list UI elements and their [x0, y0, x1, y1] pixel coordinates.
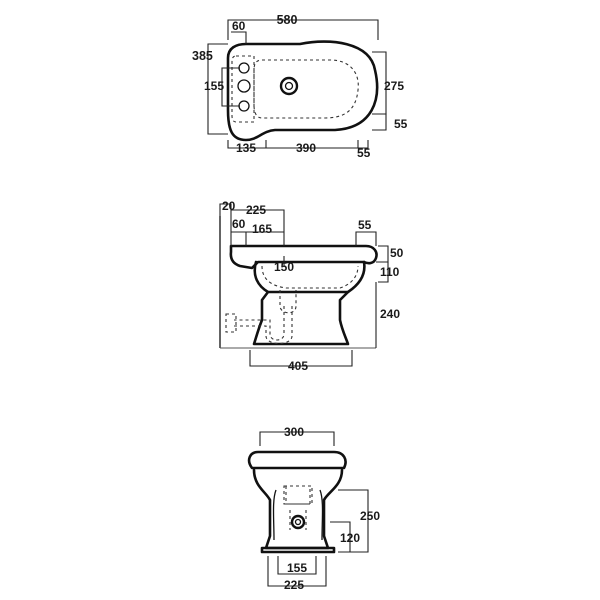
dim-line-rim-height	[376, 245, 389, 263]
dim-line-depth	[207, 43, 228, 135]
dim-fix-spacing-label: 390	[296, 141, 316, 155]
tap-hole-lower	[238, 100, 250, 112]
dim-165-label: 165	[252, 222, 272, 236]
dim-fix-right-label: 55	[357, 146, 371, 160]
tap-hole-middle	[237, 79, 251, 93]
dim-outlet-height-label: 120	[340, 531, 360, 545]
dim-225-label: 225	[246, 203, 266, 217]
dim-240-label: 240	[380, 307, 400, 321]
dim-line-total-height	[338, 489, 369, 553]
dim-line-base-length	[249, 350, 353, 367]
dim-line-base-inner	[277, 556, 317, 575]
side-view: 20 225 60 165 55 50 110 150 240 405	[219, 199, 404, 373]
dim-line-rear-gap	[372, 113, 387, 131]
front-view-rim	[247, 450, 347, 470]
side-view-pedestal	[252, 290, 350, 346]
dim-fix-left-label: 135	[236, 141, 256, 155]
dim-line-110	[378, 262, 389, 283]
dim-line-hole-spacing	[221, 67, 240, 107]
dim-base-inner-label: 155	[287, 561, 307, 575]
drain-hole-outer	[279, 76, 299, 96]
tap-hole-upper	[238, 62, 250, 74]
top-view: 580 60 385 155 275 55 135 390 55	[192, 13, 408, 160]
drain-hole-inner	[284, 81, 294, 91]
dim-hole-spacing-label: 155	[204, 79, 224, 93]
dim-base-outer-label: 225	[284, 578, 304, 592]
dim-line-bowl-width	[259, 431, 335, 446]
dim-55-label: 55	[358, 218, 372, 232]
dim-line-width	[227, 19, 379, 40]
top-view-tap-deck	[231, 55, 255, 123]
dim-base-length-label: 405	[288, 359, 308, 373]
side-view-outlet-connector	[225, 313, 237, 333]
dim-line-outlet-height	[330, 521, 351, 552]
dim-line-tap-offset	[231, 31, 247, 44]
front-view: 300 250 120 155 225	[247, 425, 380, 592]
front-view-base	[260, 546, 336, 554]
dim-total-height-label: 250	[360, 509, 380, 523]
dim-rear-gap-label: 55	[394, 117, 408, 131]
dim-depth-label: 385	[192, 49, 213, 63]
dim-line-55	[355, 231, 377, 246]
top-view-bowl-inner	[253, 59, 359, 119]
top-view-body-outline	[226, 40, 379, 142]
dim-110-label: 110	[380, 265, 400, 279]
dim-bowl-width-label: 300	[284, 425, 304, 439]
dim-rim-height-label: 50	[390, 246, 404, 260]
dim-bowl-depth-label: 275	[384, 79, 404, 93]
side-view-rim	[229, 244, 378, 270]
front-view-trap-body	[283, 485, 313, 505]
side-view-bowl	[253, 260, 366, 294]
front-view-outlet-inner	[294, 518, 302, 526]
dim-60-label: 60	[232, 217, 246, 231]
dim-line-60	[231, 231, 247, 246]
dim-line-wall-gap	[219, 203, 232, 246]
front-view-pedestal-inner	[272, 489, 324, 541]
dim-line-base-outer	[267, 556, 327, 587]
dim-line-225	[231, 209, 285, 246]
front-view-outlet-outer	[290, 514, 306, 530]
dim-line-bottom-chain	[227, 140, 369, 149]
dim-150-label: 150	[274, 260, 294, 274]
dim-wall-gap-label: 20	[222, 199, 236, 213]
dim-width-label: 580	[277, 13, 298, 27]
dim-tap-offset-label: 60	[232, 19, 246, 33]
front-view-bowl	[252, 468, 344, 550]
side-view-trap	[234, 290, 297, 345]
